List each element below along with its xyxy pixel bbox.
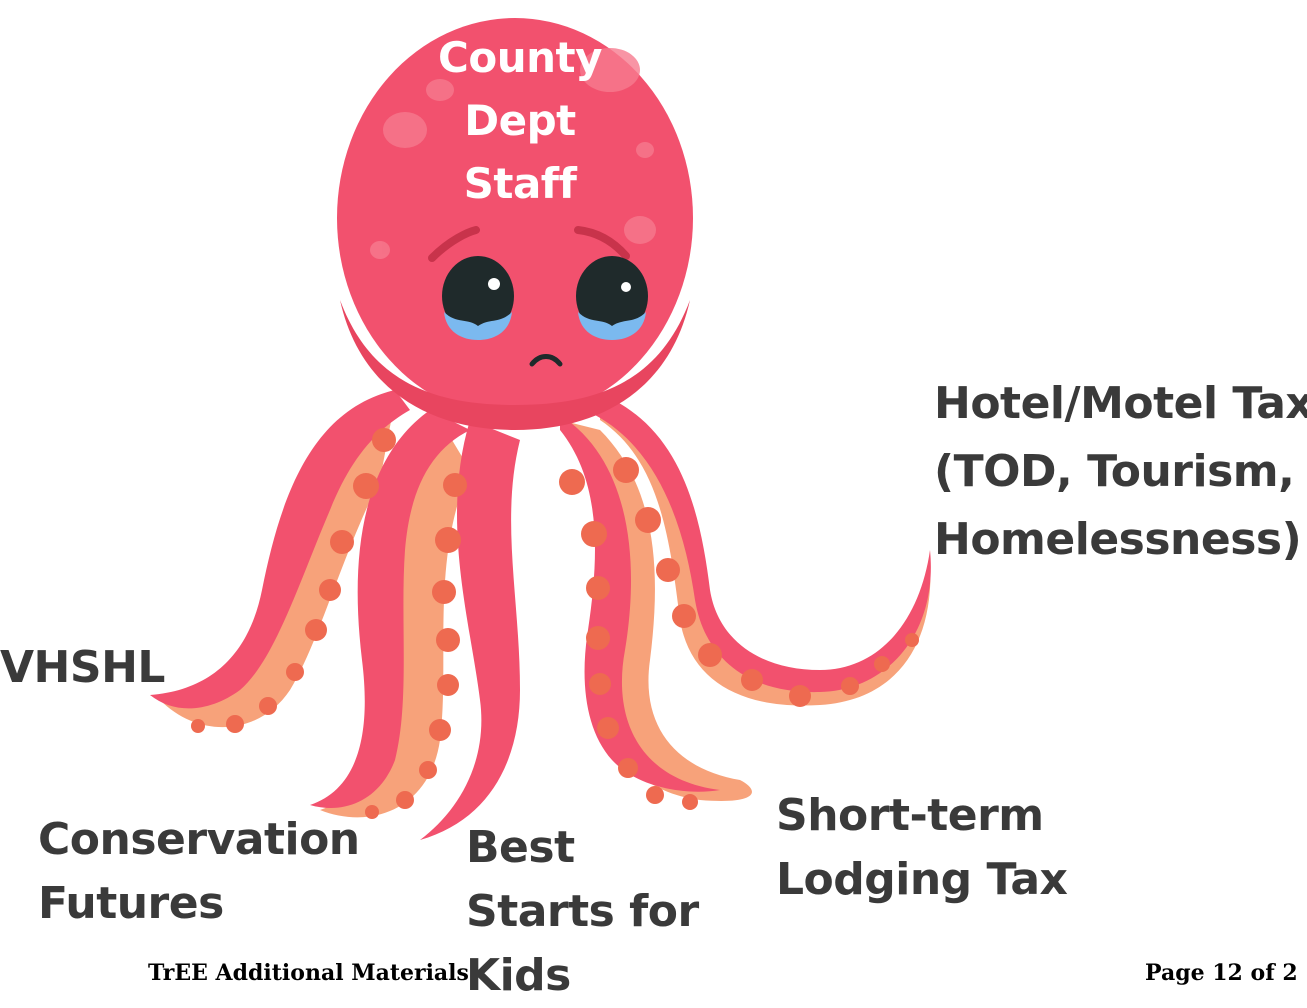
sucker-dots: [191, 428, 919, 819]
left-eyebrow-icon: [428, 226, 480, 262]
head-label-line-3: Staff: [463, 159, 577, 208]
hotel-label-line-2: (TOD, Tourism,: [934, 446, 1295, 497]
vhshl-label: VHSHL: [0, 636, 165, 700]
conservation-futures-label: Conservation Futures: [38, 808, 360, 936]
best-starts-label-line-3: Kids: [466, 950, 571, 1001]
left-eye-icon: [442, 256, 514, 340]
head-spots: [370, 48, 656, 259]
tentacle-right-center-top: [560, 415, 720, 792]
best-starts-label-line-1: Best: [466, 822, 575, 873]
short-term-label-line-2: Lodging Tax: [776, 854, 1068, 905]
footer-left-text: TrEE Additional Materials: [148, 960, 469, 986]
right-eyebrow-icon: [574, 226, 630, 260]
conservation-label-line-1: Conservation: [38, 814, 360, 865]
tentacle-center: [420, 420, 520, 840]
tentacles: [150, 390, 931, 840]
footer-page-number: Page 12 of 2: [1145, 960, 1298, 986]
right-eye-icon: [576, 256, 648, 340]
hotel-motel-tax-label: Hotel/Motel Tax (TOD, Tourism, Homelessn…: [934, 370, 1307, 574]
head-label-line-1: County: [438, 33, 602, 82]
head-label: County Dept Staff: [420, 26, 620, 215]
head-label-line-2: Dept: [464, 96, 576, 145]
sad-mouth-icon: [529, 354, 563, 367]
hotel-label-line-1: Hotel/Motel Tax: [934, 378, 1307, 429]
conservation-label-line-2: Futures: [38, 878, 224, 929]
short-term-lodging-tax-label: Short-term Lodging Tax: [776, 784, 1068, 912]
tentacle-far-right: [600, 400, 931, 706]
best-starts-label-line-2: Starts for: [466, 886, 699, 937]
tentacle-left-top: [310, 410, 470, 808]
tentacle-far-right-top: [590, 390, 931, 693]
hotel-label-line-3: Homelessness): [934, 514, 1302, 565]
tentacle-far-left-top: [150, 390, 410, 709]
short-term-label-line-1: Short-term: [776, 790, 1044, 841]
best-starts-for-kids-label: Best Starts for Kids: [466, 816, 699, 1008]
vhshl-label-line-1: VHSHL: [0, 642, 165, 693]
octopus-mantle-base: [340, 300, 690, 430]
